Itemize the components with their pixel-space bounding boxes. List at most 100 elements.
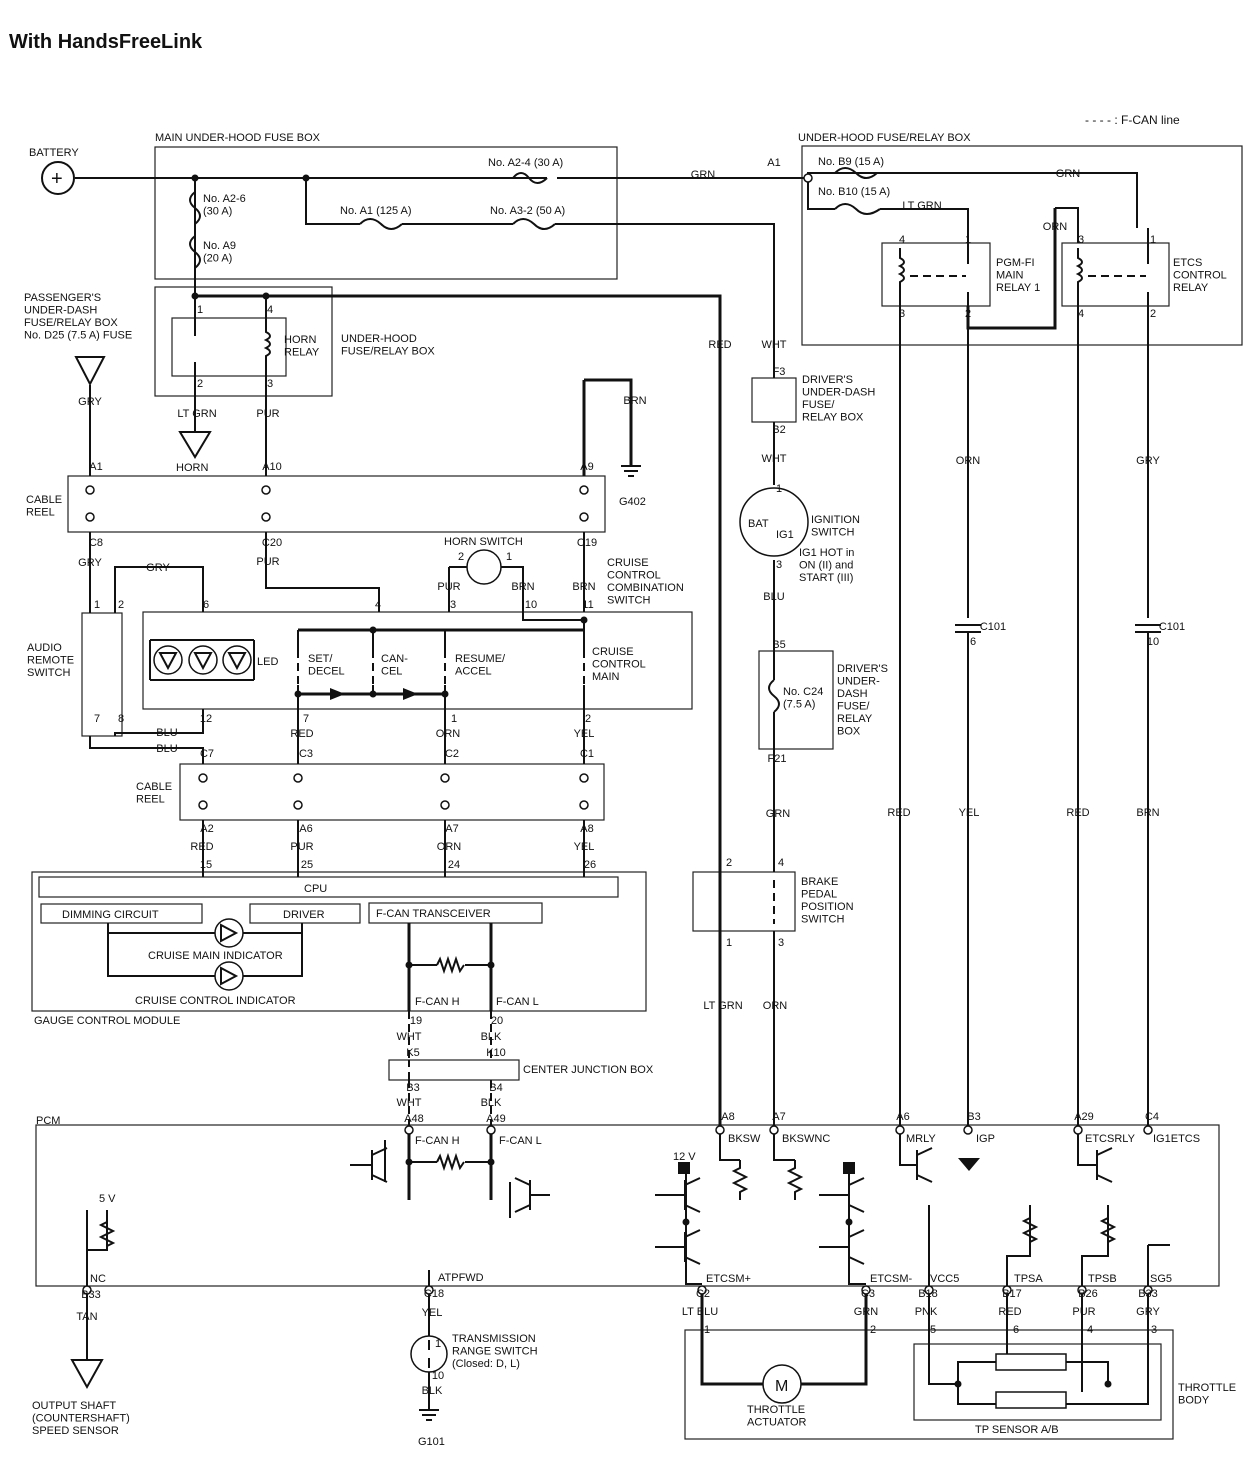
connector-label: A6: [896, 1111, 909, 1123]
terminal-number: 1: [965, 234, 971, 246]
fuse-b9-label: No. B9 (15 A): [818, 156, 884, 168]
wire-a1-branch: [305, 178, 360, 225]
motor-label: M: [775, 1378, 788, 1395]
connector-label: B4: [489, 1082, 502, 1094]
connector-label: A8: [721, 1111, 734, 1123]
bksw-resistor-icon: [731, 1160, 749, 1200]
wire-brn-horn-10: [522, 583, 584, 621]
wire-orn-etcs: [1055, 207, 1079, 243]
gauge-label: GAUGE CONTROL MODULE: [34, 1015, 180, 1027]
terminal-number: 7: [303, 713, 309, 725]
g402-label: G402: [619, 496, 646, 508]
ground-g101-icon: [419, 1409, 439, 1421]
wire-dimming-ind: [107, 923, 215, 977]
terminal-number: 15: [200, 859, 212, 871]
wire-blu-12: [114, 709, 204, 736]
bkswnc-resistor-icon: [786, 1160, 804, 1200]
terminal-number: 25: [301, 859, 313, 871]
wire-color-label: BRN: [572, 581, 595, 593]
terminal-number: 1: [1150, 234, 1156, 246]
pcm-pin-label: TPSB: [1088, 1273, 1117, 1285]
driver-label: DRIVER: [283, 909, 325, 921]
connector-label: A29: [1074, 1111, 1094, 1123]
etcs-coil-icon: [1075, 248, 1083, 306]
connector-label: C19: [577, 537, 597, 549]
wire-color-label: LT GRN: [703, 1000, 742, 1012]
pcm-box: [35, 1124, 1220, 1287]
wire-color-label: GRN: [1056, 168, 1081, 180]
driver-block: [249, 903, 361, 924]
terminal-number: 6: [1013, 1324, 1019, 1336]
cruise-control-indicator-label: CRUISE CONTROL INDICATOR: [135, 995, 296, 1007]
connector-label: B33: [81, 1289, 101, 1301]
connector-label: A9: [580, 461, 593, 473]
wire-color-label: BLU: [156, 727, 177, 739]
wire-color-label: PUR: [290, 841, 313, 853]
terminal-number: 4: [1087, 1324, 1093, 1336]
connector-label: A6: [299, 823, 312, 835]
cpu-block: [38, 876, 619, 898]
terminal-number: 4: [899, 234, 905, 246]
wire-color-label: PUR: [437, 581, 460, 593]
transistor-icon: [350, 1147, 388, 1183]
connector-label: K5: [406, 1047, 419, 1059]
fuse-b10-label: No. B10 (15 A): [818, 186, 890, 198]
horn-switch-label: HORN SWITCH: [444, 536, 523, 548]
pcm-pin-label: ETCSM+: [706, 1273, 751, 1285]
audio-remote-switch: [81, 612, 123, 737]
pcm-pin-label: ATPFWD: [438, 1272, 484, 1284]
wire-lt-grn: [880, 208, 969, 228]
connector-label: B2: [772, 424, 785, 436]
horn-icon: [178, 431, 212, 459]
throttle-motor-icon: [762, 1364, 802, 1404]
wire-color-label: ORN: [763, 1000, 788, 1012]
fuse-c24-icon: [768, 679, 780, 713]
cruise-switch-box: [142, 611, 693, 710]
pcm-pin-label: 12 V: [673, 1151, 696, 1163]
tps-a-icon: [995, 1353, 1067, 1371]
dimming-label: DIMMING CIRCUIT: [62, 909, 159, 921]
cruise-control-indicator-icon: [214, 961, 244, 991]
wire-color-label: YEL: [574, 728, 595, 740]
terminal-number: 10: [1147, 636, 1159, 648]
connector-label: A1: [89, 461, 102, 473]
tps-b-icon: [995, 1391, 1067, 1409]
wire-color-label: RED: [708, 339, 731, 351]
wire-color-label: GRY: [1136, 1306, 1160, 1318]
wire-color-label: WHT: [761, 339, 786, 351]
terminal-number: 1: [704, 1324, 710, 1336]
resume-accel-label: RESUME/ACCEL: [455, 653, 506, 678]
output-shaft-label: OUTPUT SHAFT(COUNTERSHAFT)SPEED SENSOR: [32, 1400, 130, 1437]
wire-color-label: GRY: [1136, 455, 1160, 467]
pcm-bksw: [719, 1130, 740, 1161]
connector-label: A7: [772, 1111, 785, 1123]
tpsb-resistor-icon: [1099, 1210, 1117, 1256]
wire-ind-driver: [243, 923, 303, 977]
wire-color-label: RED: [1066, 807, 1089, 819]
passenger-fuse-icon: [74, 356, 106, 387]
supply-icon: [843, 1162, 855, 1174]
wire-color-label: BRN: [623, 395, 646, 407]
termination-resistor-icon: [436, 955, 465, 975]
terminal-number: 1: [506, 551, 512, 563]
wire-grn-motor: [801, 1290, 868, 1386]
terminal-number: 3: [450, 599, 456, 611]
wire-color-label: RED: [887, 807, 910, 819]
wire-color-label: GRN: [854, 1306, 879, 1318]
connector-label: A48: [404, 1113, 424, 1125]
fcan-l-label: F-CAN L: [496, 996, 539, 1008]
set-decel-label: SET/DECEL: [308, 653, 345, 678]
wire-blu-c7: [89, 736, 204, 764]
tp-sensor-box: [913, 1343, 1162, 1421]
terminal-number: 3: [267, 378, 273, 390]
